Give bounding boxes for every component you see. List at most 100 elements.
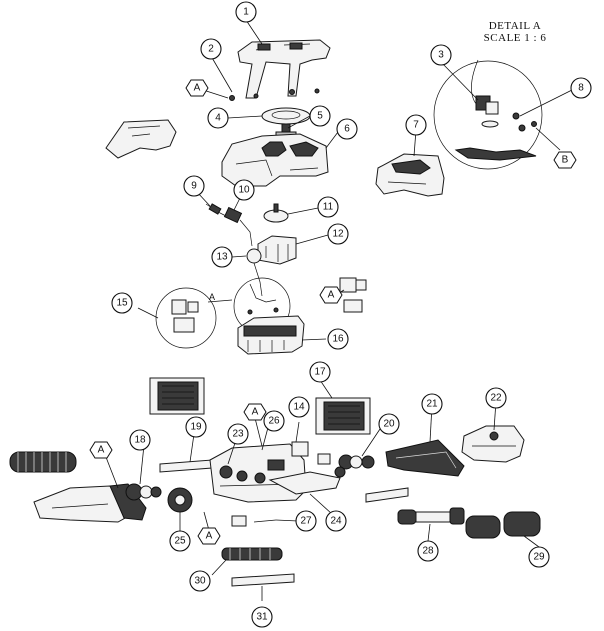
tag-label: A [328, 290, 335, 301]
callout-label: 22 [490, 393, 502, 404]
part-side-plate-22 [461, 425, 525, 463]
callout-2: 2 [200, 38, 222, 60]
callout-label: 12 [332, 229, 344, 240]
detail-label: DETAIL A [488, 20, 542, 32]
callout-label: 1 [243, 7, 249, 18]
part-track-21 [385, 439, 465, 477]
part-connector-13 [246, 248, 263, 297]
callout-label: 6 [344, 124, 350, 135]
callout-label: 2 [208, 44, 214, 55]
part-swivel-4 [261, 107, 311, 125]
tag-a-left: A [89, 441, 113, 459]
callout-label: 26 [268, 416, 280, 427]
part-shaft-28 [397, 507, 465, 525]
callout-label: 8 [578, 83, 584, 94]
callout-label: 13 [216, 252, 228, 263]
callout-label: 10 [238, 185, 250, 196]
callout-label: 4 [215, 113, 221, 124]
callout-8: 8 [570, 77, 592, 99]
part-clip-14 [291, 441, 331, 465]
part-roller-30 [221, 547, 283, 561]
callout-21: 21 [421, 393, 443, 415]
callout-label: 20 [383, 419, 395, 430]
part-side-panel-left [105, 119, 177, 159]
callout-17: 17 [309, 361, 331, 383]
callout-4: 4 [207, 107, 229, 129]
callout-31: 31 [251, 606, 273, 628]
part-base-24 [268, 471, 341, 495]
part-cable-9 [205, 203, 227, 217]
part-cap-11 [263, 203, 289, 223]
callout-label: 25 [174, 536, 186, 547]
part-motor-box-16 [237, 315, 305, 355]
part-track-left [109, 483, 147, 521]
part-handle [237, 39, 331, 99]
callout-24: 24 [325, 510, 347, 532]
part-gear-25 [167, 487, 193, 513]
part-screws-top [229, 88, 320, 101]
callout-3: 3 [430, 44, 452, 66]
part-side-panel-right-7 [375, 153, 445, 197]
callout-label: 29 [533, 552, 545, 563]
callout-label: 31 [256, 612, 268, 623]
part-pulley-20 [334, 454, 375, 478]
callout-label: 30 [194, 576, 206, 587]
callout-label: 3 [438, 50, 444, 61]
callout-label: 7 [413, 120, 419, 131]
callout-label: 18 [134, 435, 146, 446]
callout-30: 30 [189, 570, 211, 592]
callout-label: 19 [190, 422, 202, 433]
callout-6: 6 [336, 118, 358, 140]
callout-25: 25 [169, 530, 191, 552]
callout-11: 11 [317, 196, 339, 218]
detail-15-label: A [209, 292, 215, 302]
callout-18: 18 [129, 429, 151, 451]
callout-14: 14 [288, 396, 310, 418]
part-pulley-18 [125, 483, 162, 501]
part-plate-31 [231, 573, 295, 587]
callout-label: 11 [323, 202, 334, 213]
callout-20: 20 [378, 413, 400, 435]
callout-label: 28 [422, 546, 434, 557]
part-brush-left [9, 451, 77, 473]
detail-title: DETAIL A SCALE 1 : 6 [460, 20, 570, 44]
callout-23: 23 [227, 423, 249, 445]
callout-label: 27 [300, 516, 312, 527]
detail-15-letter-a: A [209, 292, 215, 302]
part-rail-19 [159, 459, 213, 473]
callout-29: 29 [528, 546, 550, 568]
callout-label: 17 [314, 367, 326, 378]
callout-22: 22 [485, 387, 507, 409]
callout-19: 19 [185, 416, 207, 438]
part-chassis-26 [209, 443, 307, 503]
part-detail-15-circle [155, 287, 217, 349]
tag-a-bottom: A [197, 527, 221, 545]
callout-13: 13 [211, 246, 233, 268]
tag-label: A [206, 531, 213, 542]
tag-a-top: A [185, 79, 209, 97]
callout-label: 14 [293, 402, 305, 413]
callout-15: 15 [111, 292, 133, 314]
part-brushes-29 [465, 511, 541, 539]
callout-label: 24 [330, 516, 342, 527]
callout-label: 5 [317, 111, 323, 122]
tag-label: A [194, 83, 201, 94]
callout-label: 23 [232, 429, 244, 440]
callout-7: 7 [405, 114, 427, 136]
part-brackets-right [339, 277, 367, 313]
callout-label: 9 [191, 181, 197, 192]
callout-27: 27 [295, 510, 317, 532]
callout-5: 5 [309, 105, 331, 127]
part-bar-lower [365, 487, 409, 503]
part-top-cover-6 [221, 133, 329, 187]
tag-label: B [562, 155, 569, 166]
part-block-12 [257, 235, 297, 265]
callout-9: 9 [183, 175, 205, 197]
callout-label: 21 [426, 399, 438, 410]
callout-label: 16 [332, 334, 344, 345]
tag-b: B [553, 151, 577, 169]
callout-1: 1 [235, 1, 257, 23]
callout-12: 12 [327, 223, 349, 245]
callout-16: 16 [327, 328, 349, 350]
